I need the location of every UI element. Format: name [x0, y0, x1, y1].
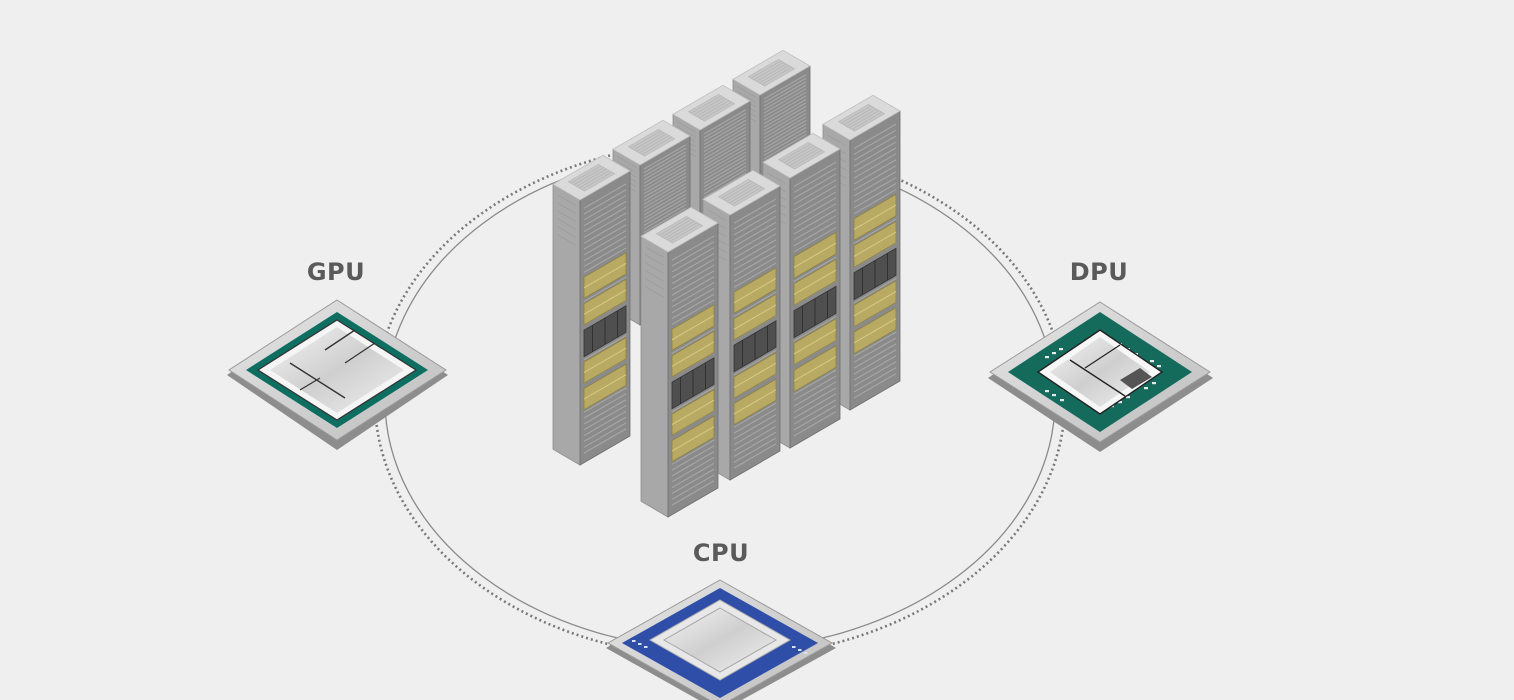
dpu-label: DPU [1070, 258, 1129, 286]
cpu-chip-icon [606, 579, 836, 700]
gpu-label: GPU [307, 258, 365, 286]
dpu-chip-icon [988, 301, 1213, 452]
server-rack-cluster-icon [552, 49, 901, 518]
rack-front-2 [702, 169, 781, 481]
rack-mid-1 [552, 154, 631, 466]
rack-front-1 [640, 206, 719, 518]
cpu-pins [632, 640, 808, 654]
cpu-label: CPU [693, 539, 749, 567]
gpu-chip-icon [227, 299, 448, 450]
